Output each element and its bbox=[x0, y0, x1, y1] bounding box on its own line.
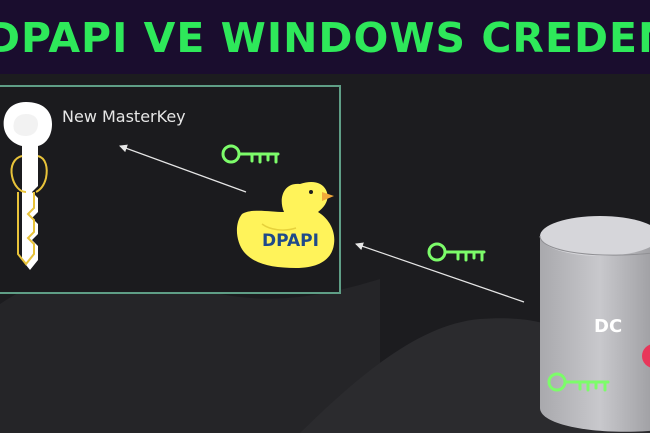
banner-title: DPAPI VE WINDOWS CREDENTIALS bbox=[0, 14, 650, 62]
title-banner: DPAPI VE WINDOWS CREDENTIALS bbox=[0, 0, 650, 74]
dc-label: DC bbox=[594, 316, 622, 337]
database-cylinder-icon: DC bbox=[539, 216, 650, 432]
dpapi-label: DPAPI bbox=[262, 231, 319, 251]
white-master-key-icon bbox=[3, 102, 52, 270]
green-key-icon bbox=[221, 144, 280, 164]
master-key-label: New MasterKey bbox=[62, 107, 186, 126]
green-key-icon bbox=[547, 372, 610, 392]
green-key-icon bbox=[427, 242, 486, 262]
arrow-dc-to-dpapi bbox=[355, 242, 525, 303]
background-hill-left bbox=[0, 271, 380, 433]
arrow-dpapi-to-masterkey bbox=[119, 144, 247, 193]
rubber-duck-icon: DPAPI bbox=[236, 182, 335, 268]
diagram-canvas: New MasterKey DPAPI bbox=[0, 85, 650, 433]
